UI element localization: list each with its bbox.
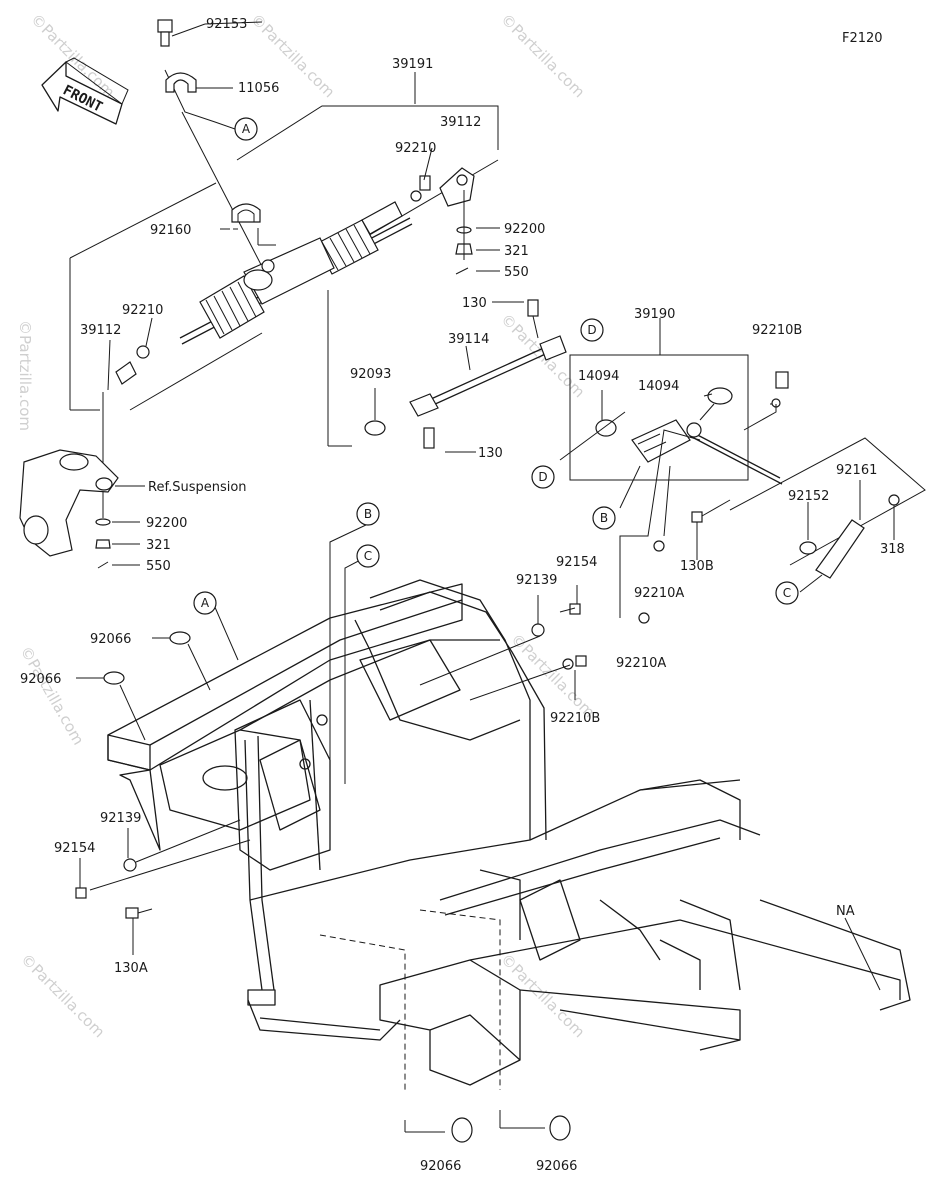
watermark: ©Partzilla.com xyxy=(497,10,588,101)
part-label-na: NA xyxy=(836,904,855,919)
intermediate-shaft xyxy=(364,299,567,453)
knuckle xyxy=(19,449,145,569)
part-label-321: 321 xyxy=(146,538,171,553)
callout-d xyxy=(531,465,555,489)
watermark: ©Partzilla.com xyxy=(497,950,588,1041)
part-label-39112: 39112 xyxy=(440,115,481,130)
part-label-92210: 92210 xyxy=(395,141,436,156)
watermark: ©Partzilla.com xyxy=(17,950,108,1041)
callout-d xyxy=(580,318,604,342)
part-label-130a: 130A xyxy=(114,961,148,976)
callout-b xyxy=(356,502,380,526)
part-label-39190: 39190 xyxy=(634,307,675,322)
part-label-92153: 92153 xyxy=(206,17,247,32)
part-label-130: 130 xyxy=(478,446,503,461)
callout-d-letter: D xyxy=(538,470,547,484)
callout-c xyxy=(356,544,380,568)
part-label-92066: 92066 xyxy=(90,632,131,647)
callout-a xyxy=(193,591,217,615)
part-label-92066: 92066 xyxy=(420,1159,461,1174)
diagram-code: F2120 xyxy=(842,31,883,46)
part-label-130b: 130B xyxy=(680,559,714,574)
part-label-92210a: 92210A xyxy=(634,586,684,601)
part-label-92210b: 92210B xyxy=(550,711,600,726)
part-label-130: 130 xyxy=(462,296,487,311)
part-label-11056: 11056 xyxy=(238,81,279,96)
part-label-39191: 39191 xyxy=(392,57,433,72)
callout-c xyxy=(775,581,799,605)
watermark: ©Partzilla.com xyxy=(16,320,34,431)
part-label-14094: 14094 xyxy=(578,369,619,384)
part-label-92161: 92161 xyxy=(836,463,877,478)
part-label-92154: 92154 xyxy=(556,555,597,570)
part-label-92154: 92154 xyxy=(54,841,95,856)
callout-b-letter: B xyxy=(364,507,372,521)
steering-assembly xyxy=(69,19,500,518)
part-label-92210b: 92210B xyxy=(752,323,802,338)
watermark: ©Partzilla.com xyxy=(17,643,88,748)
callout-d-letter: D xyxy=(587,323,596,337)
callout-a-letter: A xyxy=(242,122,251,136)
callout-c-letter: C xyxy=(364,549,372,563)
part-label-92139: 92139 xyxy=(516,573,557,588)
callout-b xyxy=(592,506,616,530)
steering-column xyxy=(559,318,926,624)
part-label-92210: 92210 xyxy=(122,303,163,318)
part-labels: 92153 11056 39191 39112 92210 92200 321 … xyxy=(20,17,905,1174)
part-label-318: 318 xyxy=(880,542,905,557)
part-label-92066: 92066 xyxy=(20,672,61,687)
part-label-92066: 92066 xyxy=(536,1159,577,1174)
callout-a-letter: A xyxy=(201,596,210,610)
callouts: A D D B C B C A xyxy=(193,117,799,615)
callout-a xyxy=(234,117,258,141)
watermarks: ©Partzilla.com ©Partzilla.com ©Partzilla… xyxy=(16,10,598,1041)
part-label-92210a: 92210A xyxy=(616,656,666,671)
part-label-39112: 39112 xyxy=(80,323,121,338)
part-label-92200: 92200 xyxy=(146,516,187,531)
main-frame xyxy=(75,523,911,1143)
part-label-14094: 14094 xyxy=(638,379,679,394)
part-label-92200: 92200 xyxy=(504,222,545,237)
part-label-92139: 92139 xyxy=(100,811,141,826)
part-label-550: 550 xyxy=(504,265,529,280)
part-label-92152: 92152 xyxy=(788,489,829,504)
part-label-321: 321 xyxy=(504,244,529,259)
part-label-39114: 39114 xyxy=(448,332,489,347)
part-label-550: 550 xyxy=(146,559,171,574)
part-label-92160: 92160 xyxy=(150,223,191,238)
ref-suspension-label: Ref.Suspension xyxy=(148,480,247,495)
part-label-92093: 92093 xyxy=(350,367,391,382)
callout-c-letter: C xyxy=(783,586,791,600)
callout-b-letter: B xyxy=(600,511,608,525)
